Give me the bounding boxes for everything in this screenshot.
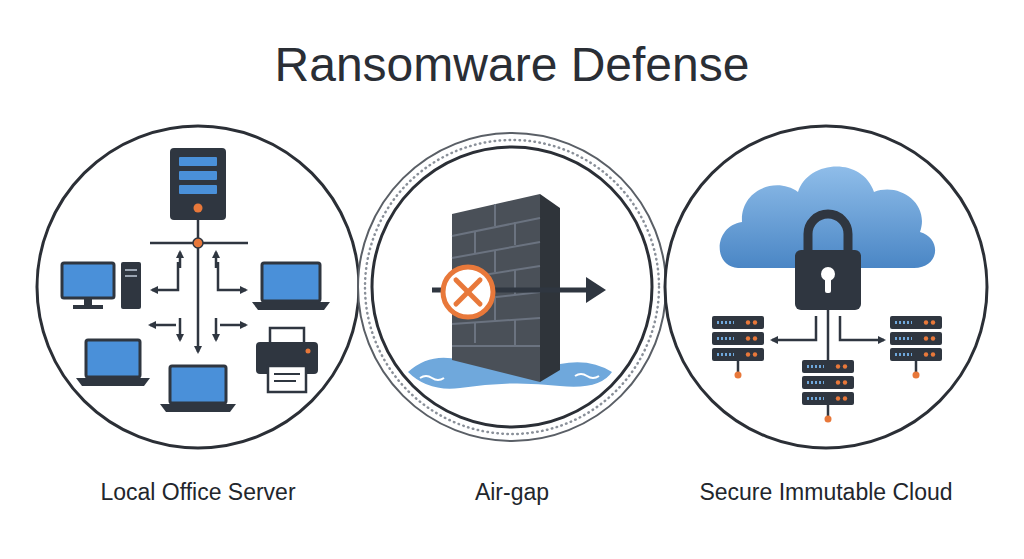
- desktop-computer: [73, 305, 103, 309]
- blocked-arrow: [443, 267, 493, 317]
- firewall: [452, 204, 540, 346]
- firewall: [452, 218, 540, 236]
- firewall: [452, 318, 540, 324]
- inner-ring: [372, 147, 652, 427]
- desktop-computer: [121, 262, 141, 309]
- padlock: [825, 277, 831, 293]
- office-server: [179, 157, 217, 166]
- firewall: [474, 276, 476, 298]
- water-ripples: [420, 374, 599, 380]
- firewall: [494, 298, 496, 320]
- storage-server: [712, 316, 764, 379]
- office-server: [170, 148, 226, 220]
- network-wires: [152, 262, 178, 290]
- laptop: [76, 340, 150, 386]
- desktop-computer: [62, 262, 141, 309]
- firewall: [494, 204, 496, 226]
- laptop: [252, 302, 330, 310]
- padlock: [795, 214, 861, 310]
- laptop: [262, 263, 320, 301]
- laptop: [76, 378, 150, 386]
- circle-outline: [35, 124, 361, 450]
- network-wires: [218, 262, 246, 290]
- network-wires: [179, 318, 182, 340]
- network-hub: [193, 238, 203, 248]
- network-wires: [215, 318, 218, 340]
- circle-panel: Air-gap: [357, 132, 667, 442]
- network-wires: [150, 324, 176, 327]
- office-server: [179, 185, 217, 194]
- desktop-computer: [125, 269, 137, 271]
- printer: [270, 328, 304, 346]
- outer-ring: [358, 133, 666, 441]
- panel-label: Secure Immutable Cloud: [613, 478, 1024, 506]
- network-wires: [197, 220, 200, 243]
- circle-outline: [663, 124, 989, 450]
- title: Ransomware Defense: [0, 36, 1024, 94]
- printer: [256, 342, 318, 374]
- blocked-arrow: [586, 277, 606, 303]
- cloud-links: [772, 316, 816, 340]
- network-wires: [197, 243, 200, 352]
- firewall: [514, 320, 516, 346]
- laptop: [160, 366, 236, 412]
- laptop: [170, 366, 226, 403]
- padlock: [795, 250, 861, 310]
- blocked-arrow: [456, 280, 480, 304]
- printer: [268, 366, 306, 392]
- blocked-arrow: [432, 288, 590, 293]
- desktop-computer: [125, 275, 137, 277]
- storage-server: [802, 360, 854, 423]
- firewall: [514, 270, 516, 294]
- network-wires: [215, 252, 218, 268]
- laptop: [252, 263, 330, 310]
- network-wires: [179, 252, 182, 268]
- firewall: [540, 194, 560, 382]
- printer: [256, 328, 318, 392]
- laptop: [160, 404, 236, 412]
- circle-panel: Secure Immutable Cloud: [663, 124, 989, 450]
- firewall: [474, 232, 476, 253]
- network-wires: [220, 324, 246, 327]
- network-wires: [150, 220, 248, 352]
- firewall: [452, 194, 540, 382]
- desktop-computer: [84, 298, 92, 306]
- panel-label: Local Office Server: [0, 478, 411, 506]
- firewall: [452, 266, 540, 280]
- office-server: [179, 171, 217, 180]
- padlock: [821, 267, 835, 281]
- network-wires: [150, 242, 248, 245]
- office-server: [194, 204, 203, 213]
- cloud: [720, 166, 935, 268]
- dotted-ring: [365, 140, 659, 434]
- firewall: [474, 322, 476, 343]
- printer: [306, 349, 311, 354]
- cloud-links: [827, 310, 830, 360]
- storage-server: [890, 316, 942, 379]
- desktop-computer: [62, 263, 114, 298]
- moat-water: [408, 358, 612, 389]
- printer: [274, 373, 300, 375]
- circle-border: [37, 126, 359, 448]
- cloud-links: [840, 316, 884, 340]
- laptop: [86, 340, 140, 377]
- circle-panel: Local Office Server: [35, 124, 361, 450]
- office-server: [170, 148, 226, 220]
- firewall: [494, 250, 496, 272]
- circle-border: [665, 126, 987, 448]
- firewall: [452, 242, 540, 258]
- firewall: [452, 194, 560, 382]
- circle-outline: [357, 132, 667, 442]
- printer: [274, 380, 296, 382]
- blocked-arrow: [456, 280, 480, 304]
- firewall: [452, 345, 540, 347]
- padlock: [808, 214, 848, 254]
- firewall: [452, 292, 540, 302]
- blocked-arrow: [432, 267, 606, 317]
- firewall: [514, 222, 516, 245]
- panel-label: Air-gap: [307, 478, 717, 506]
- cloud-links: [772, 310, 884, 360]
